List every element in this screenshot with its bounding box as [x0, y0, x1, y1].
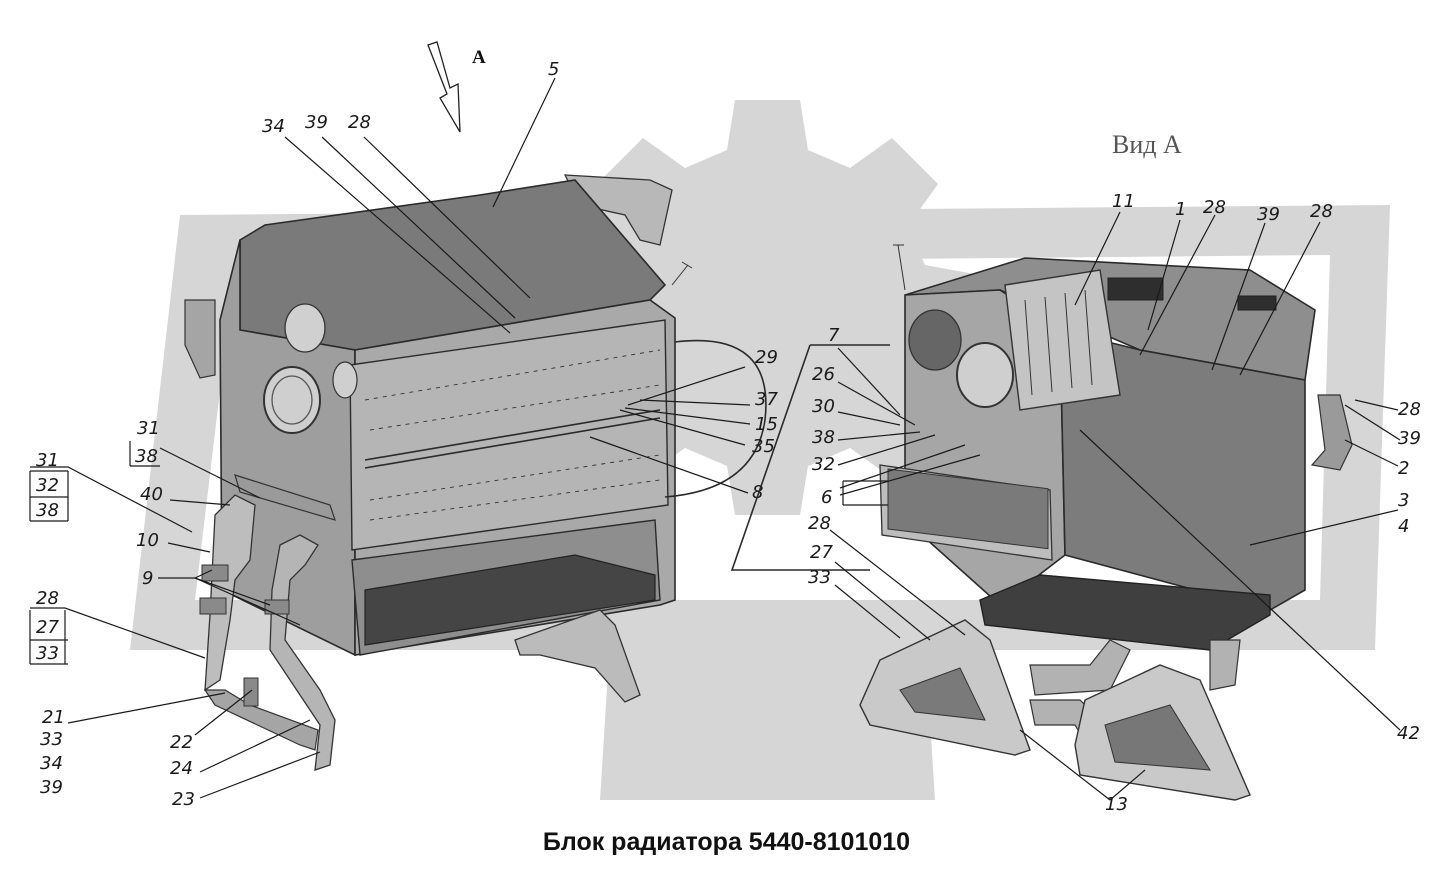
watermark-gear-stem: [600, 640, 935, 800]
label-35: 35: [752, 436, 775, 457]
label-15: 15: [755, 414, 778, 435]
left-top-pipe-bar: [234, 474, 336, 521]
label-22: 22: [170, 732, 193, 753]
right-leader-lines: [829, 211, 1401, 801]
label-r26: 26: [812, 364, 835, 385]
right-bolt-top: [893, 244, 906, 291]
left-inlet-pipe-1: [204, 494, 256, 692]
label-r27: 27: [810, 542, 833, 563]
right-bottom-panel: [979, 574, 1271, 651]
left-round-port-3: [332, 361, 358, 399]
label-33d: 33: [40, 729, 63, 750]
left-callout-outline: [664, 339, 767, 498]
label-28: 28: [348, 112, 371, 133]
label-31a: 31: [137, 418, 160, 439]
left-core-groove: [364, 409, 661, 469]
left-leader-lines: [29, 77, 751, 799]
left-clamp-3: [264, 599, 290, 615]
label-r13: 13: [1105, 794, 1128, 815]
label-r28a: 28: [1203, 197, 1226, 218]
label-r2: 2: [1398, 458, 1409, 479]
label-r7: 7: [828, 325, 840, 346]
label-r28b: 28: [1310, 201, 1333, 222]
label-r38: 38: [812, 427, 835, 448]
left-inlet-pipe-2: [269, 534, 336, 771]
label-r4: 4: [1398, 516, 1409, 537]
label-r30: 30: [812, 396, 835, 417]
right-control-slots: [1024, 289, 1093, 396]
label-38a: 38: [135, 446, 158, 467]
right-radiator-assembly: [730, 244, 1353, 801]
label-r42: 42: [1397, 723, 1420, 744]
right-pipe-1: [1029, 639, 1131, 696]
label-34: 34: [262, 116, 285, 137]
arrow-letter: А: [472, 47, 486, 68]
right-side-bracket: [1310, 394, 1353, 471]
left-clamp-1: [201, 564, 229, 582]
label-37: 37: [755, 389, 778, 410]
label-32b: 32: [36, 475, 59, 496]
label-r3: 3: [1398, 490, 1409, 511]
right-support-leg-1-cutout: [899, 667, 986, 721]
left-round-port-1: [284, 303, 326, 353]
right-support-leg-2-cutout: [1104, 704, 1211, 771]
right-control-plate: [1004, 269, 1121, 411]
label-28c: 28: [36, 588, 59, 609]
left-clamp-4: [243, 677, 259, 707]
left-bottom-opening: [364, 554, 656, 646]
label-33c: 33: [36, 643, 59, 664]
left-part-labels: 5 34 39 28 29 37 15 35 8 31 38 31 32 38 …: [36, 59, 778, 810]
view-arrow-icon: [427, 41, 461, 133]
view-title: Вид А: [1112, 130, 1182, 159]
label-31b: 31: [36, 450, 59, 471]
label-10: 10: [136, 530, 159, 551]
label-r28d: 28: [1398, 399, 1421, 420]
label-39: 39: [305, 112, 328, 133]
label-34d: 34: [40, 753, 63, 774]
label-r33: 33: [808, 567, 831, 588]
label-27c: 27: [36, 617, 59, 638]
label-8: 8: [752, 482, 763, 503]
label-r1: 1: [1175, 199, 1186, 220]
label-5: 5: [548, 59, 559, 80]
left-lower-pipe: [203, 689, 319, 751]
left-support-leg: [514, 609, 641, 703]
label-40: 40: [140, 484, 163, 505]
label-r39d: 39: [1398, 428, 1421, 449]
label-r39a: 39: [1257, 204, 1280, 225]
right-fan-ring: [956, 342, 1014, 408]
view-arrow: А: [427, 41, 486, 133]
left-side-bracket: [184, 299, 216, 379]
label-r11: 11: [1112, 191, 1135, 212]
right-part-labels: 11 1 28 39 28 7 26 30 38 32 6 28 27 33 2…: [808, 191, 1421, 815]
left-core-fins: [364, 349, 661, 521]
label-r28c: 28: [808, 513, 831, 534]
right-callout-outline: [730, 344, 890, 571]
label-23: 23: [172, 789, 195, 810]
right-top-vent-2: [1237, 295, 1277, 311]
left-round-port-2-inner: [271, 375, 313, 425]
right-top-vent-1: [1107, 277, 1164, 301]
left-clamp-2: [199, 597, 227, 615]
diagram-caption: Блок радиатора 5440-8101010: [542, 828, 911, 856]
label-21: 21: [42, 707, 65, 728]
label-r32: 32: [812, 454, 835, 475]
left-bolt-top: [671, 261, 693, 286]
right-pipe-3: [1209, 639, 1241, 691]
right-grille-slot: [887, 468, 1049, 550]
left-radiator-assembly: [184, 174, 767, 771]
label-r6: 6: [821, 487, 832, 508]
label-38b: 38: [36, 500, 59, 521]
right-round-port: [908, 309, 962, 371]
right-main-face: [1059, 328, 1306, 611]
label-39d: 39: [40, 777, 63, 798]
label-24: 24: [170, 758, 193, 779]
label-9: 9: [142, 568, 153, 589]
label-29: 29: [755, 347, 778, 368]
